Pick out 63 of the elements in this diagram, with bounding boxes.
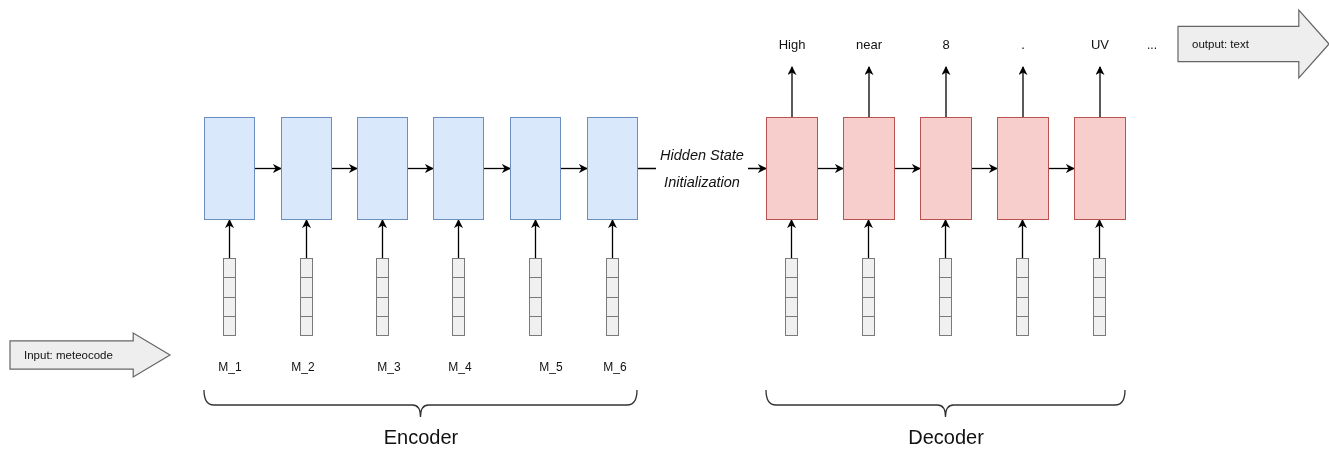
- embedding-vector: [223, 258, 236, 336]
- rnn-cell: [433, 117, 484, 220]
- arrow-text: output: text: [1191, 38, 1249, 50]
- embedding-vector: [606, 258, 619, 336]
- arrow: [971, 164, 998, 173]
- token-label: M_6: [603, 360, 627, 374]
- arrow: [378, 219, 387, 259]
- arrow: [483, 164, 511, 173]
- arrow: [331, 164, 358, 173]
- rnn-cell: [920, 117, 972, 220]
- rnn-cell: [766, 117, 818, 220]
- section-label: Decoder: [908, 426, 984, 449]
- arrow: [560, 164, 588, 173]
- arrow: [225, 219, 234, 259]
- embedding-vector: [300, 258, 313, 336]
- arrow: [407, 164, 434, 173]
- arrow: [864, 66, 874, 118]
- arrow-text: Input: meteocode: [23, 349, 113, 361]
- arrow: [941, 66, 951, 118]
- rnn-cell: [357, 117, 408, 220]
- section-label: Encoder: [383, 426, 459, 449]
- output-token: .: [1003, 37, 1043, 67]
- arrow: [787, 66, 797, 118]
- embedding-vector: [939, 258, 952, 336]
- token-label: ...: [1147, 38, 1157, 52]
- arrow: [531, 219, 540, 259]
- arrow: [894, 164, 921, 173]
- arrow: [787, 219, 796, 259]
- arrow: [1095, 219, 1104, 259]
- arrow: [1018, 66, 1028, 118]
- arrow: [864, 219, 873, 259]
- token-label: M_2: [291, 360, 315, 374]
- arrow: [941, 219, 950, 259]
- embedding-vector: [529, 258, 542, 336]
- arrow: [302, 219, 311, 259]
- embedding-vector: [1016, 258, 1029, 336]
- output-token: near: [849, 37, 889, 67]
- rnn-cell: [843, 117, 895, 220]
- arrow: [1048, 164, 1075, 173]
- rnn-cell: [997, 117, 1049, 220]
- arrow: [254, 164, 282, 173]
- arrow: [608, 219, 617, 259]
- output-token: 8: [926, 37, 966, 67]
- rnn-cell: [587, 117, 638, 220]
- arrow: [817, 164, 844, 173]
- embedding-vector: [1093, 258, 1106, 336]
- token-label: M_3: [377, 360, 401, 374]
- arrow: [1095, 66, 1105, 118]
- token-label: M_4: [448, 360, 472, 374]
- rnn-cell: [204, 117, 255, 220]
- token-label: M_5: [539, 360, 563, 374]
- rnn-cell: [1074, 117, 1126, 220]
- arrow: [454, 219, 463, 259]
- arrow: [1018, 219, 1027, 259]
- rnn-cell: [281, 117, 332, 220]
- token-label: M_1: [218, 360, 242, 374]
- embedding-vector: [862, 258, 875, 336]
- embedding-vector: [376, 258, 389, 336]
- output-token: UV: [1080, 37, 1120, 67]
- rnn-cell: [510, 117, 561, 220]
- embedding-vector: [452, 258, 465, 336]
- embedding-vector: [785, 258, 798, 336]
- output-token: High: [772, 37, 812, 67]
